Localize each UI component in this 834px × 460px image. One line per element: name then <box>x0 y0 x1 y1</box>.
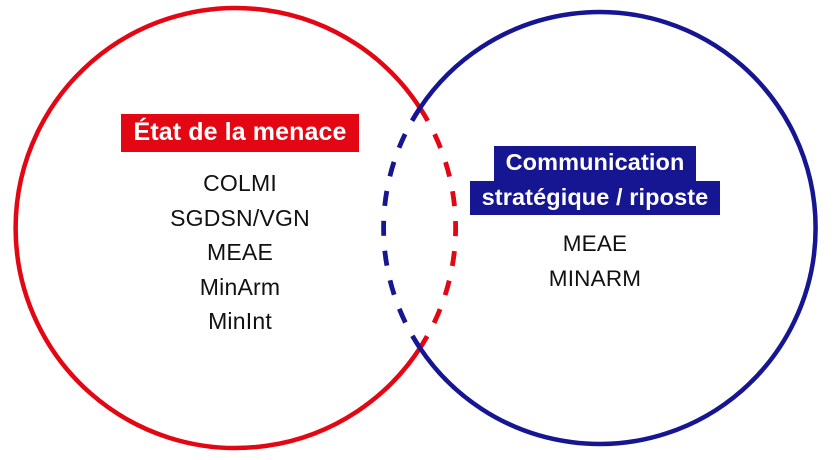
list-item: MEAE <box>207 239 273 265</box>
list-item: MEAE <box>562 231 628 256</box>
right-set-title-text-line-1: Communication <box>493 146 697 181</box>
left-set-title-badge: État de la menace <box>60 114 420 152</box>
list-item: MINARM <box>548 266 642 291</box>
right-set-member-list: MEAE MINARM <box>420 226 770 296</box>
left-circle-solid-arc <box>13 5 422 451</box>
list-item: MinInt <box>208 308 272 334</box>
list-item: SGDSN/VGN <box>170 204 310 231</box>
list-item: MinArm <box>199 273 281 300</box>
list-item: COLMI <box>203 170 277 196</box>
right-circle-solid-arc <box>418 9 818 447</box>
right-set-title-text-line-2: stratégique / riposte <box>469 180 721 215</box>
left-set-group: État de la menace COLMI SGDSN/VGN MEAE M… <box>60 114 420 339</box>
right-circle-dashed-arc-overlap <box>381 106 422 350</box>
left-set-title-text: État de la menace <box>120 114 360 152</box>
left-circle-dashed-arc-overlap <box>417 106 458 350</box>
right-set-title-badge: Communication stratégique / riposte <box>420 146 770 215</box>
right-set-group: Communication stratégique / riposte MEAE… <box>420 146 770 296</box>
left-set-member-list: COLMI SGDSN/VGN MEAE MinArm MinInt <box>60 166 420 339</box>
